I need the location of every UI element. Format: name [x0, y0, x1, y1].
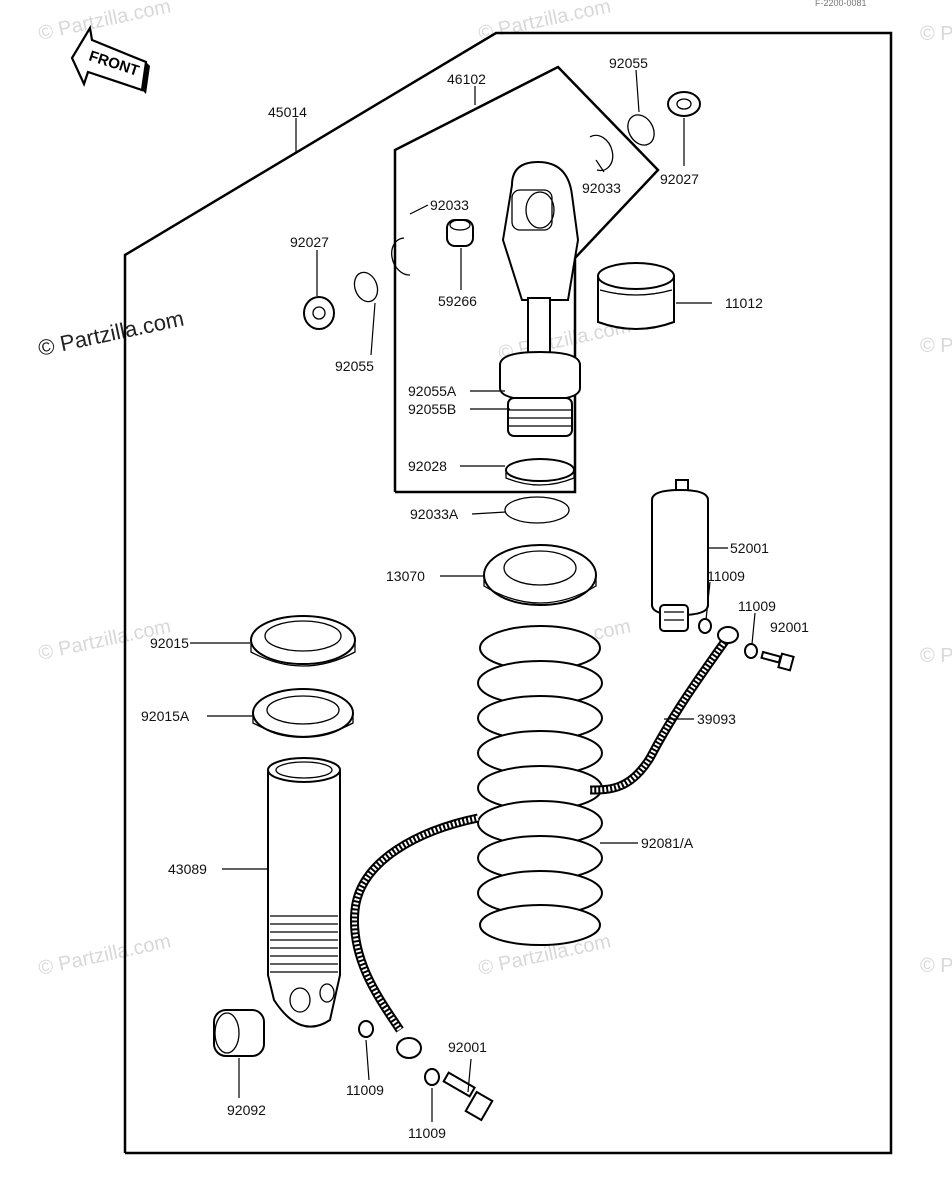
part-92028-icon — [505, 458, 575, 486]
part-92033A-icon — [504, 496, 570, 524]
part-11009-c-icon — [358, 1020, 374, 1038]
part-92015-icon — [250, 615, 356, 667]
watermark-main: © Partzilla.com — [36, 306, 186, 361]
label-11009-a: 11009 — [707, 568, 745, 584]
part-92033-left-icon — [391, 237, 411, 276]
label-92001-bottom: 92001 — [448, 1039, 487, 1055]
label-39093: 39093 — [697, 711, 736, 727]
label-92033A: 92033A — [410, 506, 459, 522]
part-43089-icon — [267, 757, 341, 1028]
part-92027-top-icon — [667, 91, 701, 117]
watermark-left-bottom: © Partzilla.com — [36, 930, 172, 980]
label-11012: 11012 — [725, 295, 763, 311]
label-43089: 43089 — [168, 861, 207, 877]
label-45014: 45014 — [268, 104, 307, 120]
label-92055-top: 92055 — [609, 55, 648, 71]
inner-assembly-outline — [393, 65, 660, 494]
part-92081A-icon — [477, 625, 603, 946]
label-92033-right: 92033 — [582, 180, 621, 196]
label-92028: 92028 — [408, 458, 447, 474]
label-11009-d: 11009 — [408, 1125, 446, 1141]
label-46102: 46102 — [447, 71, 486, 87]
watermark-top-right: © P — [920, 23, 952, 45]
label-92001-right: 92001 — [770, 619, 809, 635]
part-92027-left-icon — [303, 296, 335, 330]
label-11009-b: 11009 — [738, 598, 776, 614]
part-92055-top-icon — [627, 114, 655, 146]
shock-upper-body-icon — [499, 160, 581, 437]
label-92055-left: 92055 — [335, 358, 374, 374]
part-92015A-icon — [252, 688, 354, 738]
watermark-top-left: © Partzilla.com — [36, 0, 172, 45]
label-11009-c: 11009 — [346, 1082, 384, 1098]
front-arrow-icon: FRONT — [70, 24, 150, 94]
watermark-right-mid: © P — [920, 335, 952, 357]
label-52001: 52001 — [730, 540, 769, 556]
label-59266: 59266 — [438, 293, 477, 309]
outer-assembly-outline — [123, 31, 893, 1155]
part-59266-icon — [446, 219, 474, 247]
label-92081A: 92081/A — [641, 835, 694, 851]
label-92033-left: 92033 — [430, 197, 469, 213]
part-92055-left-icon — [353, 271, 379, 303]
part-11012-icon — [597, 262, 675, 330]
part-39093-icon — [349, 626, 739, 1059]
label-92055A: 92055A — [408, 383, 457, 399]
watermark-top-mid: © Partzilla.com — [476, 0, 612, 45]
part-52001-icon — [651, 479, 709, 632]
part-92001-bottom-icon — [442, 1071, 494, 1122]
part-11009-b-icon — [744, 643, 758, 659]
label-92027-left: 92027 — [290, 234, 329, 250]
leader-lines — [190, 69, 756, 1122]
label-92055B: 92055B — [408, 401, 456, 417]
label-92015A: 92015A — [141, 708, 190, 724]
part-92001-right-icon — [760, 650, 795, 672]
label-92092: 92092 — [227, 1102, 266, 1118]
part-11009-a-icon — [698, 618, 712, 634]
corner-code: F-2200-0081 — [815, 0, 867, 8]
label-13070: 13070 — [386, 568, 425, 584]
part-92092-icon — [213, 1009, 265, 1057]
watermark-right-bottom: © P — [920, 955, 952, 977]
watermark-right-lower: © P — [920, 645, 952, 667]
label-92015: 92015 — [150, 635, 189, 651]
part-11009-d-icon — [424, 1068, 440, 1086]
label-92027-top: 92027 — [660, 171, 699, 187]
part-13070-icon — [483, 544, 597, 606]
part-92033-right-icon — [589, 134, 614, 172]
